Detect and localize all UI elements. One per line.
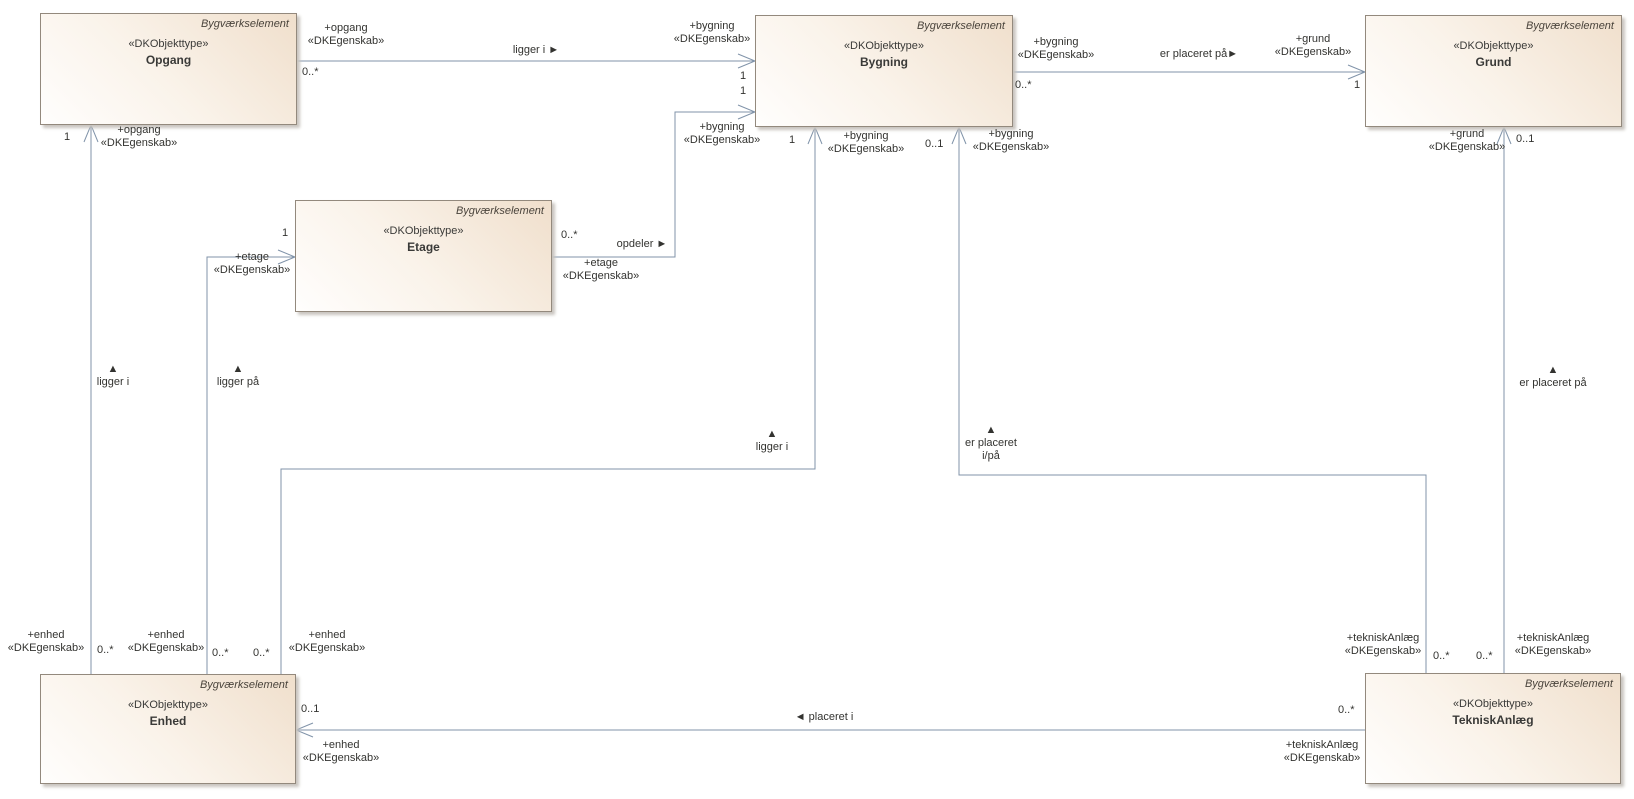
mult-label: 1 [64, 131, 71, 143]
class-header-label: Bygværkselement [199, 679, 288, 691]
class-stereotype: «DKObjekttype» [1453, 40, 1534, 52]
arrowhead-into-grund [1496, 125, 1512, 145]
connector-enhed-ligger-paa-etage[interactable] [206, 249, 297, 674]
assoc-name-er-placeret-i-paa: ▲ er placeret i/på [965, 424, 1017, 462]
class-stereotype: «DKObjekttype» [128, 38, 209, 50]
assoc-name-er-placeret-paa: er placeret på► [1159, 48, 1239, 60]
arrowhead-into-bygning [951, 125, 967, 145]
class-header-label: Bygværkselement [1524, 678, 1613, 690]
class-box-etage[interactable]: Bygværkselement «DKObjekttype» Etage [295, 200, 552, 312]
mult-label: 0..1 [925, 138, 944, 150]
mult-label: 0..* [97, 644, 114, 656]
class-box-enhed[interactable]: Bygværkselement «DKObjekttype» Enhed [40, 674, 296, 784]
role-label-enhed: +enhed «DKEgenskab» [302, 739, 380, 764]
mult-label: 1 [282, 227, 289, 239]
class-name-bygning: Bygning [860, 55, 908, 69]
mult-label: 1 [740, 85, 747, 97]
role-label-enhed: +enhed «DKEgenskab» [7, 629, 85, 654]
role-label-grund: +grund «DKEgenskab» [1274, 33, 1352, 58]
class-name-grund: Grund [1475, 55, 1512, 69]
class-header-label: Bygværkselement [1525, 20, 1614, 32]
mult-label: 0..* [302, 66, 319, 78]
mult-label: 1 [789, 134, 796, 146]
class-name-teknisk-anlaeg: TekniskAnlæg [1452, 713, 1534, 727]
arrowhead-into-bygning [807, 125, 823, 145]
connector-teknisk-placeret-bygning[interactable] [951, 125, 1427, 673]
class-name-etage: Etage [407, 240, 440, 254]
role-label-bygning: +bygning «DKEgenskab» [1017, 36, 1095, 61]
mult-label: 0..* [1338, 704, 1355, 716]
assoc-name-ligger-i: ligger i ► [512, 44, 560, 56]
mult-label: 0..* [561, 229, 578, 241]
connector-teknisk-placeret-i-enhed[interactable] [294, 722, 1365, 738]
role-label-bygning: +bygning «DKEgenskab» [827, 130, 905, 155]
mult-label: 0..1 [1516, 133, 1535, 145]
class-name-opgang: Opgang [145, 53, 192, 67]
role-label-bygning: +bygning «DKEgenskab» [972, 128, 1050, 153]
class-box-opgang[interactable]: Bygværkselement «DKObjekttype» Opgang [40, 13, 297, 125]
class-stereotype: «DKObjekttype» [127, 699, 209, 711]
role-label-teknisk-anlaeg: +tekniskAnlæg «DKEgenskab» [1283, 739, 1361, 764]
arrowhead-into-opgang [83, 123, 99, 143]
class-stereotype: «DKObjekttype» [843, 40, 925, 52]
class-header-label: Bygværkselement [455, 205, 544, 217]
role-label-teknisk-anlaeg: +tekniskAnlæg «DKEgenskab» [1344, 632, 1422, 657]
role-label-enhed: +enhed «DKEgenskab» [288, 629, 366, 654]
connector-enhed-ligger-i-opgang[interactable] [83, 123, 99, 674]
mult-label: 1 [1354, 79, 1361, 91]
role-label-enhed: +enhed «DKEgenskab» [127, 629, 205, 654]
assoc-name-er-placeret-paa: ▲ er placeret på [1519, 364, 1587, 389]
mult-label: 0..1 [301, 703, 320, 715]
role-label-etage: +etage «DKEgenskab» [213, 251, 291, 276]
arrowhead-into-enhed [294, 722, 314, 738]
assoc-name-ligger-i: ▲ ligger i [96, 363, 130, 388]
role-label-bygning: +bygning «DKEgenskab» [673, 20, 751, 45]
mult-label: 0..* [253, 647, 270, 659]
connector-enhed-ligger-i-bygning[interactable] [280, 125, 823, 674]
assoc-name-opdeler: opdeler ► [616, 238, 668, 250]
role-label-bygning: +bygning «DKEgenskab» [683, 121, 761, 146]
assoc-name-ligger-paa: ▲ ligger på [216, 363, 260, 388]
role-label-etage: +etage «DKEgenskab» [562, 257, 640, 282]
class-box-grund[interactable]: Bygværkselement «DKObjekttype» Grund [1365, 15, 1622, 127]
mult-label: 0..* [1433, 650, 1450, 662]
class-stereotype: «DKObjekttype» [383, 225, 464, 237]
role-label-opgang: +opgang «DKEgenskab» [307, 22, 385, 47]
class-header-label: Bygværkselement [200, 18, 289, 30]
connector-bygning-placeret-grund[interactable] [1013, 64, 1367, 80]
assoc-name-placeret-i: ◄ placeret i [794, 711, 854, 723]
mult-label: 0..* [1015, 79, 1032, 91]
mult-label: 0..* [212, 647, 229, 659]
role-label-opgang: +opgang «DKEgenskab» [100, 124, 178, 149]
assoc-name-ligger-i: ▲ ligger i [755, 428, 789, 453]
class-name-enhed: Enhed [149, 714, 187, 728]
mult-label: 0..* [1476, 650, 1493, 662]
role-label-teknisk-anlaeg: +tekniskAnlæg «DKEgenskab» [1514, 632, 1592, 657]
role-label-grund: +grund «DKEgenskab» [1428, 128, 1506, 153]
connector-teknisk-placeret-grund[interactable] [1496, 125, 1512, 673]
class-header-label: Bygværkselement [916, 20, 1005, 32]
class-box-teknisk-anlaeg[interactable]: Bygværkselement «DKObjekttype» TekniskAn… [1365, 673, 1621, 784]
class-stereotype: «DKObjekttype» [1452, 698, 1534, 710]
class-box-bygning[interactable]: Bygværkselement «DKObjekttype» Bygning [755, 15, 1013, 127]
mult-label: 1 [740, 70, 747, 82]
